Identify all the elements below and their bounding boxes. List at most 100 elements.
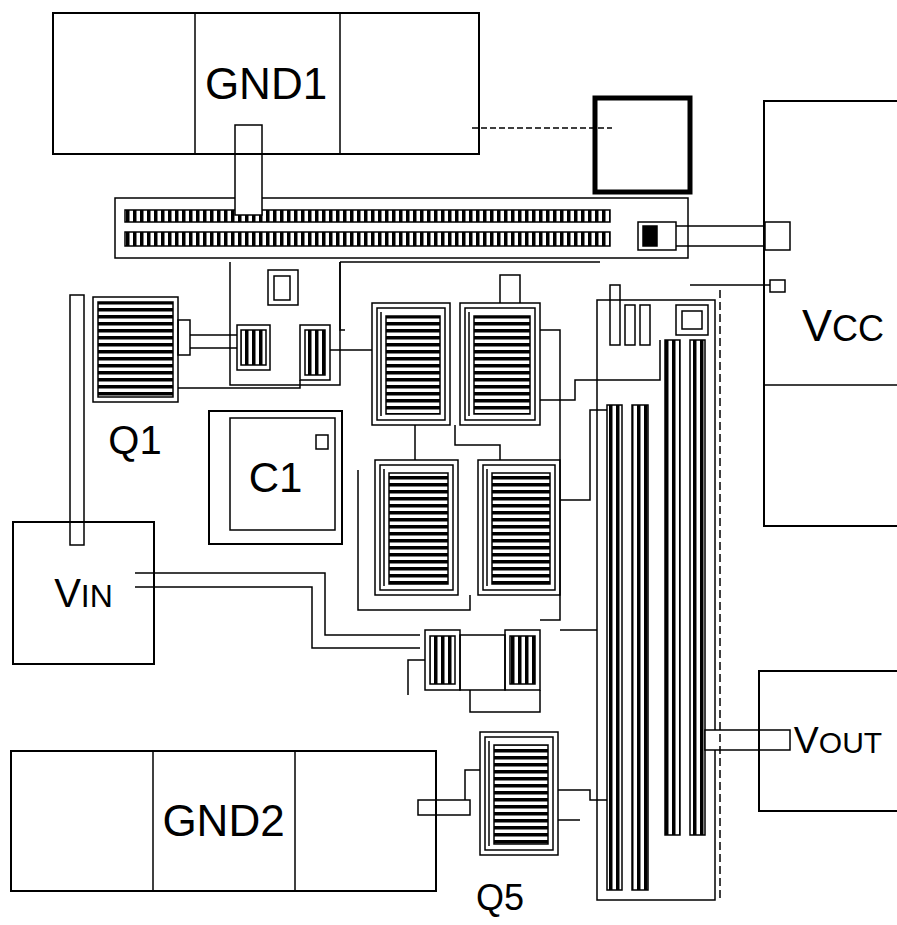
resistor-symbol	[237, 325, 270, 370]
pad-dividers	[339, 12, 341, 155]
signal-name: VIN	[52, 573, 115, 613]
transistor-symbol	[380, 465, 453, 590]
wire	[135, 573, 420, 635]
transistor-symbol	[494, 745, 548, 844]
metal-rail	[770, 280, 785, 292]
wire	[418, 800, 470, 815]
transistor-symbol	[478, 460, 560, 595]
transistor-symbol	[377, 308, 445, 420]
resistor-symbol	[460, 635, 505, 690]
transistor-symbol	[465, 308, 535, 420]
resistor-symbol	[640, 305, 650, 345]
wire	[719, 290, 721, 900]
wire	[340, 262, 345, 330]
pad-dividers	[194, 12, 196, 155]
transistor-symbol	[93, 297, 178, 402]
transistor-symbol	[486, 469, 488, 586]
resistor-symbol	[237, 270, 715, 900]
bond-pad: GND2	[10, 750, 437, 892]
transistor-symbol	[375, 460, 458, 595]
wire	[190, 347, 237, 349]
capacitor-plate	[230, 418, 335, 530]
wire	[178, 380, 300, 388]
resistor-symbol	[510, 636, 535, 684]
transistor-symbol	[386, 316, 440, 414]
capacitor-plate	[230, 418, 335, 530]
metal-rail	[472, 127, 612, 129]
transistor-symbol	[460, 303, 540, 425]
resistor-symbol	[241, 330, 266, 365]
resistor-symbol	[665, 340, 680, 835]
wire	[705, 730, 790, 750]
part-name: GND2	[160, 799, 286, 843]
transistor-symbol	[488, 741, 490, 846]
wire	[558, 819, 580, 821]
pad-dividers	[294, 750, 296, 892]
transistor-symbol	[383, 469, 385, 586]
bond-pad: VCC	[763, 100, 897, 527]
transistor-symbol	[93, 297, 560, 855]
signal-name: VOUT	[792, 722, 884, 760]
resistor-symbol	[425, 630, 460, 690]
metal-rail	[638, 222, 676, 250]
transistor-symbol	[389, 473, 448, 584]
resistor-symbol	[676, 305, 708, 335]
wire	[560, 410, 607, 500]
wire	[470, 690, 540, 712]
capacitor-plate	[316, 435, 328, 449]
part-label: Q5	[474, 880, 526, 916]
part-name: GND1	[203, 62, 329, 106]
bond-pad: VIN	[12, 521, 155, 665]
metal-rail	[765, 222, 790, 250]
wire	[70, 295, 84, 545]
part-label: Q1	[106, 420, 163, 460]
resistor-symbol	[632, 405, 648, 890]
resistor-symbol	[625, 305, 635, 345]
resistor-symbol	[505, 630, 540, 690]
metal-rail	[643, 226, 657, 246]
metal-rail	[115, 198, 688, 258]
wire	[135, 587, 420, 648]
transistor-symbol	[468, 312, 470, 416]
resistor-symbol	[610, 285, 620, 345]
transistor-symbol	[483, 465, 555, 590]
wire	[455, 425, 500, 460]
wire	[358, 470, 470, 610]
transistor-symbol	[485, 737, 553, 850]
transistor-symbol	[372, 303, 450, 425]
wire	[414, 425, 416, 460]
signal-name: VCC	[800, 303, 886, 348]
transistor-symbol	[380, 312, 382, 416]
resistor-symbol	[300, 325, 330, 380]
wire	[230, 262, 340, 385]
capacitor-box: C1	[208, 410, 343, 545]
resistor-symbol	[682, 311, 702, 329]
metal-rail	[235, 125, 262, 215]
bond-pad: GND1	[52, 12, 480, 155]
transistor-symbol	[178, 320, 190, 355]
wire	[500, 275, 520, 303]
transistor-symbol	[474, 316, 530, 414]
wire	[190, 334, 237, 336]
wire	[340, 261, 600, 263]
pad-dividers	[763, 384, 897, 386]
pad-dividers	[153, 12, 897, 892]
transistor-symbol	[480, 732, 558, 855]
transistor-symbol	[98, 302, 173, 397]
metal-rail	[115, 98, 790, 292]
wire	[540, 330, 560, 620]
wire	[408, 660, 425, 695]
resistor-symbol	[597, 300, 715, 900]
resistor-symbol	[274, 276, 290, 300]
metal-rail	[125, 232, 610, 246]
resistor-symbol	[305, 330, 325, 375]
part-name: C1	[247, 457, 305, 499]
pad-dividers	[152, 750, 154, 892]
metal-rail	[125, 210, 610, 222]
resistor-symbol	[430, 636, 455, 684]
transistor-symbol	[492, 473, 550, 584]
wire	[540, 340, 660, 400]
resistor-symbol	[268, 270, 298, 305]
resistor-symbol	[690, 340, 705, 835]
